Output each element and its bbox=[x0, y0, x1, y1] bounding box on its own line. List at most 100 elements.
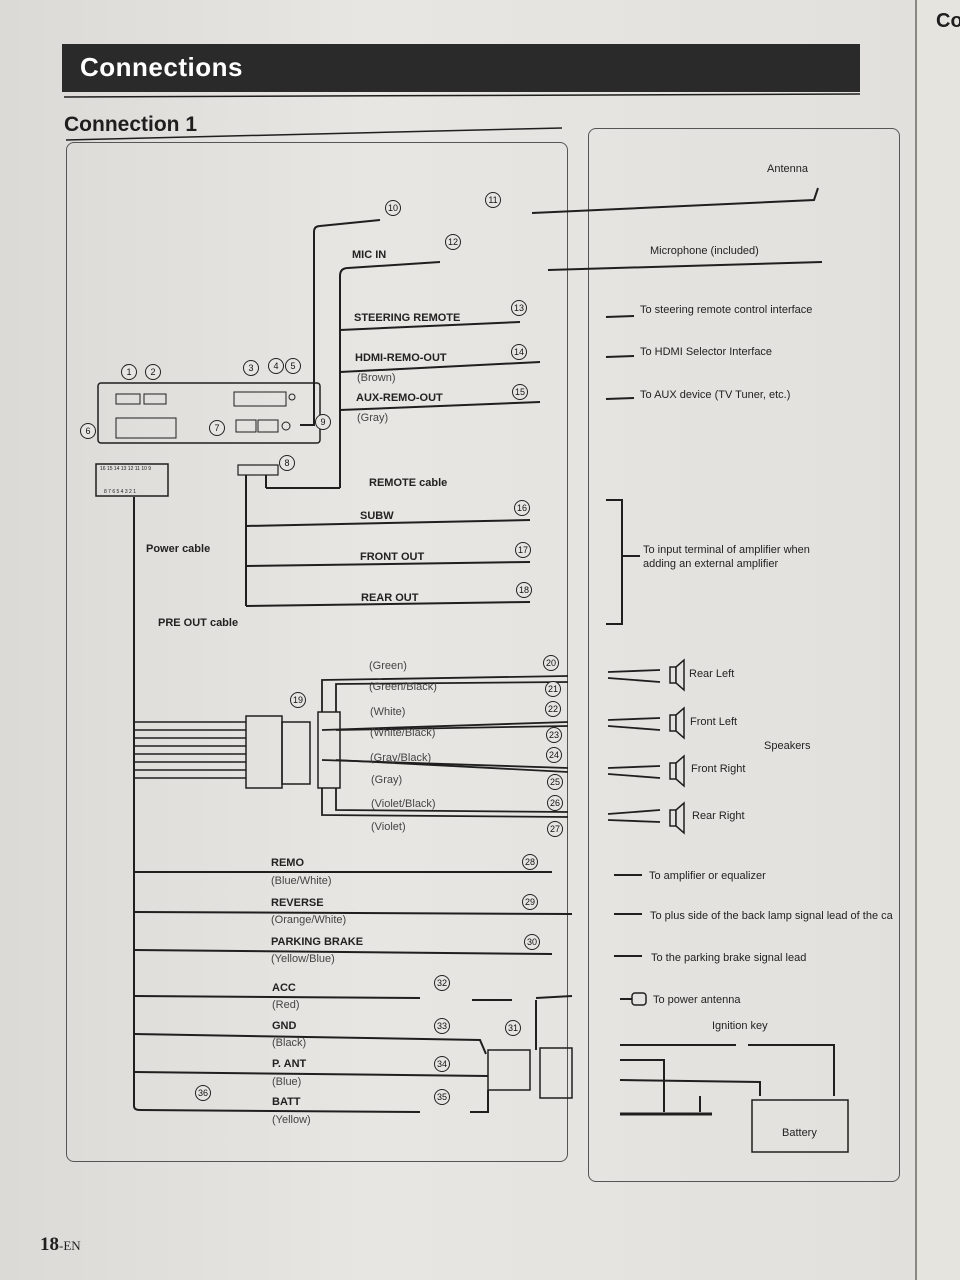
power-cable-label: Power cable bbox=[146, 543, 211, 555]
wire-name-28: REMO bbox=[271, 857, 304, 869]
callout-4: 4 bbox=[268, 358, 284, 374]
callout-25: 25 bbox=[547, 774, 563, 790]
subw-label: SUBW bbox=[360, 510, 394, 522]
header-bar bbox=[62, 44, 860, 92]
aux-dest-label: To AUX device (TV Tuner, etc.) bbox=[640, 389, 791, 401]
page-number-lang: -EN bbox=[59, 1238, 81, 1253]
wire-dest-30: To the parking brake signal lead bbox=[651, 952, 807, 964]
callout-27: 27 bbox=[547, 821, 563, 837]
callout-8: 8 bbox=[279, 455, 295, 471]
amp-dest-line2: adding an external amplifier bbox=[643, 558, 779, 570]
callout-7: 7 bbox=[209, 420, 225, 436]
battery-label: Battery bbox=[782, 1127, 817, 1139]
wire-name-32: ACC bbox=[272, 982, 296, 994]
callout-9: 9 bbox=[315, 414, 331, 430]
page-number: 18-EN bbox=[40, 1234, 81, 1256]
wire-color-32: (Red) bbox=[272, 999, 300, 1011]
speaker-front-left: Front Left bbox=[690, 716, 738, 728]
wire-color-25: (Gray) bbox=[371, 774, 403, 786]
callout-28: 28 bbox=[522, 854, 538, 870]
speaker-front-right: Front Right bbox=[691, 763, 746, 775]
callout-30: 30 bbox=[524, 934, 540, 950]
aux-color-label: (Gray) bbox=[357, 412, 389, 424]
callout-6: 6 bbox=[80, 423, 96, 439]
section-title: Connection 1 bbox=[64, 113, 198, 136]
callout-35: 35 bbox=[434, 1089, 450, 1105]
next-page-edge bbox=[915, 0, 960, 1280]
steering-remote-label: STEERING REMOTE bbox=[354, 312, 461, 324]
callout-22: 22 bbox=[545, 701, 561, 717]
aux-remo-out-label: AUX-REMO-OUT bbox=[356, 392, 443, 404]
hdmi-remo-out-label: HDMI-REMO-OUT bbox=[355, 352, 447, 364]
rear-out-label: REAR OUT bbox=[361, 592, 419, 604]
wire-color-26: (Violet/Black) bbox=[371, 798, 436, 810]
mic-in-label: MIC IN bbox=[352, 249, 387, 261]
wire-name-33: GND bbox=[272, 1020, 297, 1032]
wire-name-30: PARKING BRAKE bbox=[271, 936, 364, 948]
wire-color-34: (Blue) bbox=[272, 1076, 302, 1088]
connector-pins-bottom: 8 7 6 5 4 3 2 1 bbox=[104, 489, 136, 495]
callout-32: 32 bbox=[434, 975, 450, 991]
remote-cable-label: REMOTE cable bbox=[369, 477, 448, 489]
wire-color-24: (Gray/Black) bbox=[370, 752, 432, 764]
callout-19: 19 bbox=[290, 692, 306, 708]
callout-11: 11 bbox=[485, 192, 501, 208]
callout-3: 3 bbox=[243, 360, 259, 376]
wire-dest-28: To amplifier or equalizer bbox=[649, 870, 766, 882]
callout-26: 26 bbox=[547, 795, 563, 811]
callout-20: 20 bbox=[543, 655, 559, 671]
head-unit-rear bbox=[97, 382, 321, 444]
wire-color-33: (Black) bbox=[272, 1037, 307, 1049]
speaker-icon-front-left bbox=[669, 706, 685, 740]
callout-13: 13 bbox=[511, 300, 527, 316]
wire-dest-32: To power antenna bbox=[653, 994, 741, 1006]
amp-dest-line1: To input terminal of amplifier when bbox=[643, 544, 810, 556]
callout-23: 23 bbox=[546, 727, 562, 743]
callout-31: 31 bbox=[505, 1020, 521, 1036]
speaker-rear-left: Rear Left bbox=[689, 668, 735, 680]
callout-1: 1 bbox=[121, 364, 137, 380]
callout-18: 18 bbox=[516, 582, 532, 598]
front-out-label: FRONT OUT bbox=[360, 551, 425, 563]
callout-10: 10 bbox=[385, 200, 401, 216]
speaker-icon-front-right bbox=[669, 754, 685, 788]
callout-2: 2 bbox=[145, 364, 161, 380]
callout-12: 12 bbox=[445, 234, 461, 250]
callout-15: 15 bbox=[512, 384, 528, 400]
hdmi-dest-label: To HDMI Selector Interface bbox=[640, 346, 773, 358]
pre-out-cable-label: PRE OUT cable bbox=[158, 617, 239, 629]
page-title: Connections bbox=[80, 52, 243, 82]
battery-icon bbox=[751, 1099, 849, 1153]
page-number-value: 18 bbox=[40, 1234, 59, 1255]
callout-14: 14 bbox=[511, 344, 527, 360]
speakers-label: Speakers bbox=[764, 740, 811, 752]
wiring-diagram bbox=[63, 93, 861, 1153]
wire-name-35: BATT bbox=[272, 1096, 301, 1108]
speaker-icon-rear-left bbox=[669, 658, 685, 692]
wire-color-28: (Blue/White) bbox=[271, 875, 332, 887]
callout-16: 16 bbox=[514, 500, 530, 516]
speaker-icon-rear-right bbox=[669, 801, 685, 835]
callout-34: 34 bbox=[434, 1056, 450, 1072]
callout-17: 17 bbox=[515, 542, 531, 558]
wire-color-27: (Violet) bbox=[371, 821, 406, 833]
antenna-label: Antenna bbox=[767, 163, 808, 175]
steering-dest-label: To steering remote control interface bbox=[640, 304, 813, 316]
wire-color-35: (Yellow) bbox=[272, 1114, 311, 1126]
speaker-icons bbox=[669, 658, 685, 835]
callout-5: 5 bbox=[285, 358, 301, 374]
callout-33: 33 bbox=[434, 1018, 450, 1034]
next-page-title: Co bbox=[936, 10, 960, 32]
callout-24: 24 bbox=[546, 747, 562, 763]
microphone-label: Microphone (included) bbox=[650, 245, 759, 257]
wire-color-22: (White) bbox=[370, 706, 406, 718]
wire-color-30: (Yellow/Blue) bbox=[271, 953, 335, 965]
wire-name-29: REVERSE bbox=[271, 897, 324, 909]
wire-color-21: (Green/Black) bbox=[369, 681, 437, 693]
manual-page bbox=[0, 0, 930, 1280]
ignition-key-label: Ignition key bbox=[712, 1020, 768, 1032]
power-connector bbox=[95, 463, 169, 497]
wire-color-29: (Orange/White) bbox=[271, 914, 347, 926]
wire-color-23: (White/Black) bbox=[370, 727, 436, 739]
callout-29: 29 bbox=[522, 894, 538, 910]
